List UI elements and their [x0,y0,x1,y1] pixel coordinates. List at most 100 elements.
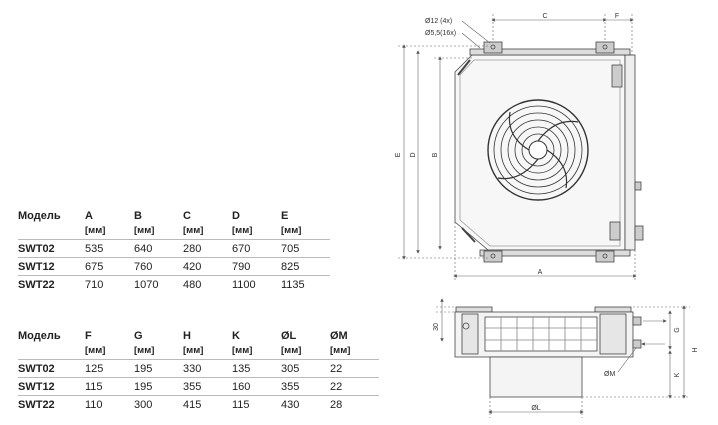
header-h: H[мм] [183,330,204,356]
unit-inner-frame [459,59,621,247]
cell: 675 [85,257,134,276]
connector [634,181,642,191]
end-plate [461,313,479,355]
table-row: SWT22 110 300 415 115 430 28 [18,395,379,414]
cell: 420 [183,257,232,276]
label-a: A [538,269,543,276]
header-model: Модель [18,210,61,222]
mount-block-tr [595,41,615,54]
label-l: ØL [531,405,540,412]
fan-guard-ring [521,133,555,167]
coil-grid [485,317,597,351]
cell: 115 [232,395,281,414]
table-row: SWT12 115 195 355 160 355 22 [18,377,379,396]
label-k: K [674,372,681,377]
end-plate [599,313,627,355]
cell: 1135 [281,275,330,294]
cell: 760 [134,257,183,276]
pipe-stub [632,339,642,349]
cell-model: SWT12 [18,377,85,396]
side-dimensions [436,298,690,418]
cell-model: SWT02 [18,239,85,258]
cell-model: SWT12 [18,257,85,276]
cell: 1100 [232,275,281,294]
pipe-stub [632,316,642,326]
cell: 1070 [134,275,183,294]
cell: 280 [183,239,232,258]
header-k: K[мм] [232,330,253,356]
header-f: F[мм] [85,330,106,356]
cell: 670 [232,239,281,258]
label-g: G [674,327,681,332]
header-b: B[мм] [134,210,155,236]
mount-hole [490,44,496,50]
cell: 710 [85,275,134,294]
fan-guard-ring [514,126,562,174]
cell: 825 [281,257,330,276]
pipe-connector [634,225,644,241]
label-hole-small: Ø5,5(16x) [425,30,456,37]
cell: 195 [134,359,183,378]
mount-block-bl [483,250,503,263]
fan-guard-ring [493,105,583,195]
cell: 535 [85,239,134,258]
cell: 110 [85,395,134,414]
cell: 195 [134,377,183,396]
fan-hub [528,140,548,160]
front-dimensions [398,14,637,282]
side-dimension-labels: 30 G H K ØL ØM [433,323,699,412]
header-g: G[мм] [134,330,155,356]
cell: 300 [134,395,183,414]
cell: 330 [183,359,232,378]
mount-hole [602,44,608,50]
header-e: E[мм] [281,210,302,236]
cell-model: SWT22 [18,275,85,294]
cell: 705 [281,239,330,258]
top-flange [455,306,493,313]
cell: 480 [183,275,232,294]
header-model: Модель [18,330,61,342]
label-hole-large: Ø12 (4x) [425,18,452,25]
mount-hole [490,253,496,259]
heat-exchanger-coil [484,316,598,352]
mount-block-tl [483,41,503,54]
fan-guard-outer [487,99,589,201]
cell: 430 [281,395,330,414]
cell-model: SWT02 [18,359,85,378]
label-30: 30 [433,323,440,331]
fan [487,99,589,201]
table-row: SWT02 125 195 330 135 305 22 [18,359,379,378]
cell: 790 [232,257,281,276]
label-b: B [432,152,439,157]
side-view [454,306,642,398]
dimensions-table-1: Модель A[мм] B[мм] C[мм] D[мм] E[мм] SWT… [18,210,330,294]
fan-spokes [497,111,579,189]
fan-guard-ring [507,119,569,181]
table-row: SWT22 710 1070 480 1100 1135 [18,275,330,294]
table-row: SWT12 675 760 420 790 825 [18,257,330,276]
label-f: F [615,13,619,20]
cell: 415 [183,395,232,414]
label-c: C [542,13,547,20]
cell: 640 [134,239,183,258]
cell: 22 [330,359,379,378]
bottom-bracket [479,249,631,257]
mount-hole [602,253,608,259]
cell: 115 [85,377,134,396]
front-dimension-labels: C F A E D B Ø12 (4x) Ø5,5(16x) [395,13,619,276]
side-hardware [611,64,623,88]
cell: 22 [330,377,379,396]
corner-bracket [457,59,471,76]
corner-bracket [461,227,476,243]
cell: 305 [281,359,330,378]
mount-hole [462,322,470,330]
side-hardware [609,221,621,241]
cell: 125 [85,359,134,378]
cell: 135 [232,359,281,378]
cell: 28 [330,395,379,414]
fan-casing [489,356,583,398]
fan-guard-ring [500,112,576,188]
header-m: ØM[мм] [330,330,351,356]
header-d: D[мм] [232,210,253,236]
